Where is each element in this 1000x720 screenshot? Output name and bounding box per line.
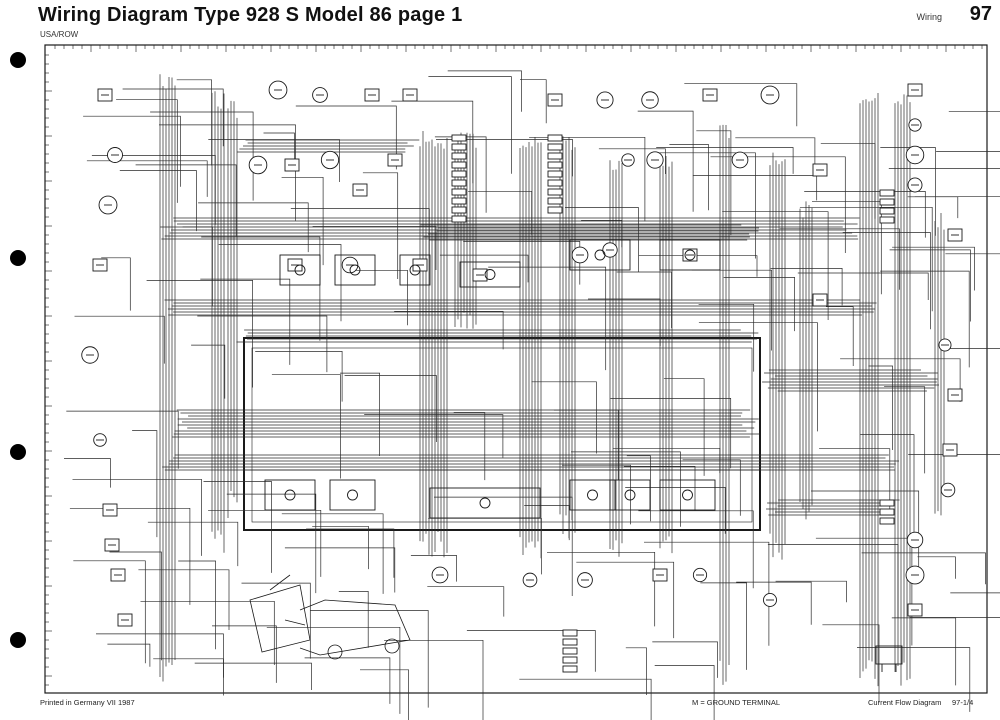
- page-title: Wiring Diagram Type 928 S Model 86 page …: [38, 4, 463, 26]
- diagram-components: [81, 80, 963, 673]
- page-subtitle: USA/ROW: [40, 30, 79, 39]
- section-tag: Wiring: [916, 12, 942, 22]
- ground-terminal-symbol: [875, 645, 903, 672]
- diagram-border: [44, 44, 988, 694]
- binder-hole: [10, 632, 26, 648]
- binder-hole: [10, 52, 26, 68]
- vehicle-outline-sketch: [249, 574, 411, 660]
- footer-code: 97-1/4: [952, 698, 974, 707]
- ground-terminal-note: M = GROUND TERMINAL: [692, 698, 780, 707]
- print-note: Printed in Germany VII 1987: [40, 698, 135, 707]
- binder-hole: [10, 444, 26, 460]
- footer-label: Current Flow Diagram: [868, 698, 942, 707]
- wire-harness: [64, 70, 1000, 720]
- binder-hole: [10, 250, 26, 266]
- page-number: 97: [969, 3, 992, 25]
